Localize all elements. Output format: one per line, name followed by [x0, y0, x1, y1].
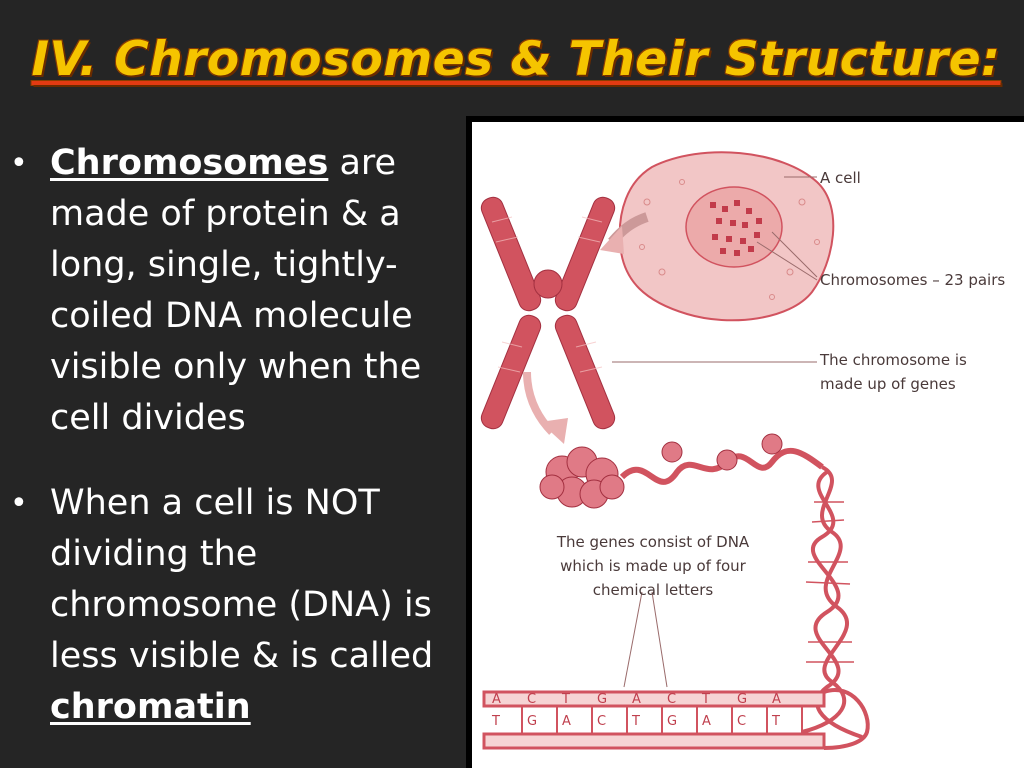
label-cell: A cell — [820, 169, 861, 187]
label-dna-line2: which is made up of four — [560, 557, 746, 575]
term-chromatin: chromatin — [50, 687, 251, 727]
dna-base-letter: C — [667, 692, 677, 707]
dna-base-letter: T — [632, 714, 640, 729]
dna-base-letter: C — [737, 714, 747, 729]
bullet-text: are made of protein & a long, single, ti… — [50, 143, 422, 438]
bullet-marker: • — [10, 146, 28, 181]
cell-illustration — [618, 151, 835, 322]
dna-base-letter: C — [527, 692, 537, 707]
dna-base-letter: G — [527, 714, 538, 729]
label-genes-line2: made up of genes — [820, 375, 956, 393]
bullet-item: • Chromosomes are made of protein & a lo… — [8, 138, 460, 444]
dna-base-letter: A — [562, 714, 571, 729]
label-chromosomes: Chromosomes – 23 pairs — [820, 271, 1006, 289]
diagram-illustration — [480, 151, 870, 750]
dna-base-letter: A — [702, 714, 711, 729]
dna-base-letter: T — [702, 692, 710, 707]
dna-base-letter: G — [737, 692, 748, 707]
x-chromosome — [480, 196, 616, 430]
slide-title: IV. Chromosomes & Their Structure: — [31, 32, 1001, 87]
label-dna-line3: chemical letters — [592, 581, 714, 599]
chromatin — [539, 446, 625, 509]
diagram-canvas: A cell Chromosomes – 23 pairs The chromo… — [472, 122, 1024, 768]
bullet-list: • Chromosomes are made of protein & a lo… — [8, 138, 460, 767]
dna-base-letter: T — [562, 692, 570, 707]
term-chromosomes: Chromosomes — [50, 143, 329, 183]
bullet-marker: • — [10, 486, 28, 521]
dna-base-letter: A — [772, 692, 781, 707]
dna-base-letter: T — [492, 714, 500, 729]
bullet-text: When a cell is NOT dividing the chromoso… — [50, 483, 434, 676]
dna-base-letter: A — [632, 692, 641, 707]
dna-base-letter: T — [772, 714, 780, 729]
dna-base-letter: G — [667, 714, 678, 729]
dna-base-letter: C — [597, 714, 607, 729]
label-genes-line1: The chromosome is — [820, 351, 967, 369]
dna-base-letter: A — [492, 692, 501, 707]
label-dna-line1: The genes consist of DNA — [556, 533, 750, 551]
bullet-item: • When a cell is NOT dividing the chromo… — [8, 478, 460, 733]
chromosome-diagram: A cell Chromosomes – 23 pairs The chromo… — [466, 116, 1024, 768]
dna-ladder — [482, 688, 870, 750]
dna-base-letter: G — [597, 692, 608, 707]
